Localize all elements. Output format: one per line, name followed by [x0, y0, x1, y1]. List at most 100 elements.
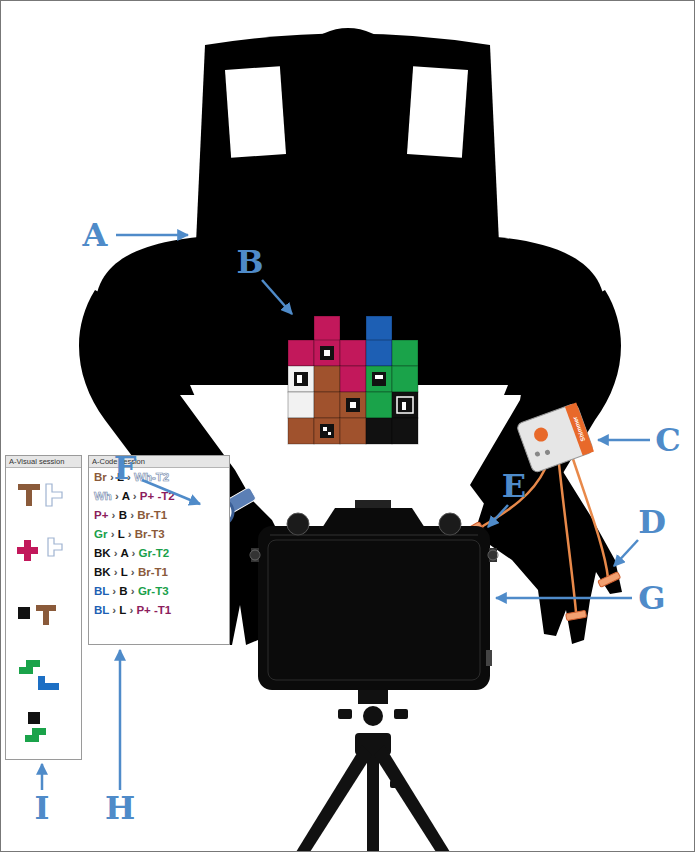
code-token: B: [119, 509, 131, 521]
cube-puzzle-part: [340, 392, 366, 418]
callout-arrow: [262, 280, 292, 314]
cube-puzzle: [288, 316, 418, 444]
strap-ring: [250, 550, 260, 560]
code-token: Wh: [94, 490, 115, 502]
code-token: Br-T3: [135, 528, 165, 540]
code-token: ›: [114, 547, 121, 559]
chair-window: [225, 66, 286, 158]
code-line: BK › A › Gr-T2: [89, 544, 229, 563]
cube-puzzle-part: [392, 418, 418, 444]
callout-arrows: [42, 235, 650, 790]
camera: [250, 500, 498, 690]
code-token: -T2: [157, 490, 174, 502]
tetromino-icon: [17, 540, 38, 561]
cube-puzzle-part: [366, 366, 392, 392]
tripod-part: [394, 709, 408, 719]
tripod-part: [363, 706, 383, 726]
code-token: ›: [129, 604, 136, 616]
device-led: [534, 451, 540, 457]
tripod-part: [358, 690, 388, 704]
code-token: Gr: [94, 528, 111, 540]
cube-puzzle-part: [340, 366, 366, 392]
tetromino-icon: [36, 605, 56, 625]
callout-letter: G: [638, 582, 665, 614]
cube-puzzle-part: [288, 366, 314, 392]
sensor-device: [516, 403, 594, 474]
callout-letter: D: [638, 506, 666, 538]
camera-body: [258, 526, 490, 690]
code-line: BK › L › Br-T1: [89, 563, 229, 582]
cube-puzzle-part: [288, 392, 314, 418]
callout-arrow: [119, 650, 122, 790]
panel-title: A-Code session: [89, 456, 229, 468]
callout-arrow: [614, 540, 638, 566]
camera-lug: [489, 548, 497, 562]
fiducial-markers-part: [350, 402, 356, 408]
tetromino-icon: [38, 676, 59, 690]
device-tab: [565, 403, 594, 456]
code-token: ›: [112, 604, 119, 616]
fiducial-markers-part: [346, 398, 360, 412]
fiducial-markers: [294, 346, 413, 438]
code-token: Br: [94, 471, 110, 483]
code-line: P+ › B › Br-T1: [89, 506, 229, 525]
code-token: A: [122, 490, 133, 502]
code-token: Br-T1: [138, 566, 168, 578]
code-token: L: [119, 604, 129, 616]
device-button: [532, 426, 550, 444]
code-session-panel: A-Code sessionBr › L › Wh-T2Wh › A › P+ …: [88, 455, 230, 645]
cube-puzzle-part: [314, 340, 340, 366]
code-token: P+: [136, 604, 154, 616]
code-token: Gr-T2: [139, 547, 170, 559]
code-token: Wh-T2: [134, 471, 169, 483]
code-token: ›: [133, 490, 140, 502]
cube-puzzle-part: [314, 316, 340, 342]
callout-letter: E: [502, 470, 526, 502]
code-token: ›: [131, 585, 138, 597]
fiducial-markers-part: [323, 427, 327, 431]
tripod-part: [338, 709, 352, 719]
callout-arrow: [41, 764, 44, 790]
electrodes: [469, 522, 621, 621]
code-token: ›: [115, 490, 122, 502]
code-token: ›: [130, 509, 137, 521]
code-token: B: [119, 585, 131, 597]
right-hand: [474, 470, 622, 644]
tetromino-icon: [28, 712, 40, 724]
cube-puzzle-part: [314, 392, 340, 418]
head: [286, 28, 410, 168]
tetromino-icons: [17, 484, 62, 742]
camera-edge: [270, 535, 478, 536]
strap-ring: [488, 550, 498, 560]
cube-puzzle-part: [392, 340, 418, 366]
code-token: ›: [112, 585, 119, 597]
tripod-part: [374, 745, 450, 852]
cube-puzzle-part: [340, 418, 366, 444]
visual-session-panel: A-Visual session: [5, 455, 82, 760]
device-body: [516, 403, 594, 474]
code-line: Wh › A › P+ -T2: [89, 487, 229, 506]
device-led: [544, 449, 550, 455]
callout-arrow: [496, 597, 632, 600]
cube-puzzle-part: [392, 392, 418, 418]
cube-puzzle-part: [366, 418, 392, 444]
camera-dial: [287, 513, 309, 535]
code-token: ›: [131, 566, 138, 578]
camera-screen-frame: [268, 540, 480, 680]
callout-letter: B: [236, 246, 263, 278]
electrodes-part: [566, 610, 587, 620]
callout-arrow: [142, 480, 200, 504]
callout-arrow: [116, 234, 188, 237]
code-token: ›: [114, 566, 121, 578]
code-token: BL: [94, 585, 112, 597]
code-token: ›: [111, 528, 118, 540]
code-token: BL: [94, 604, 112, 616]
cube-puzzle-part: [366, 316, 392, 342]
electrodes-part: [598, 572, 621, 588]
